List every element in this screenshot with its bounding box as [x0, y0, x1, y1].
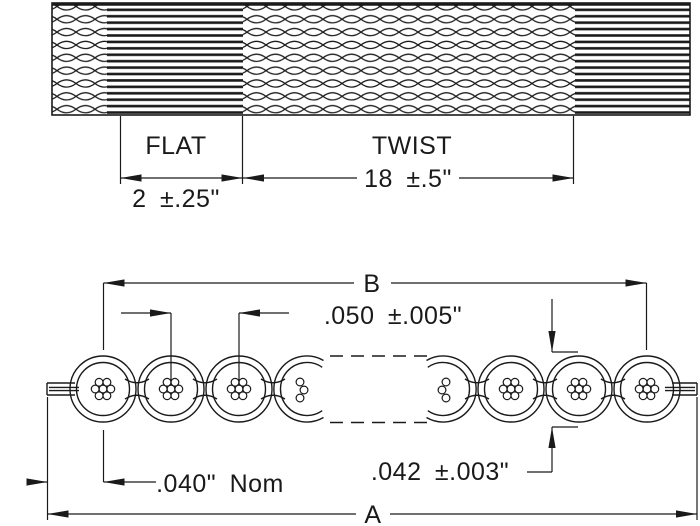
wire-strand: [102, 377, 112, 387]
width-ref-label: B: [363, 270, 380, 298]
dimension-arrowhead: [103, 478, 125, 486]
flat-label: FLAT: [145, 132, 206, 160]
web: [464, 394, 490, 400]
wire-strand: [646, 391, 656, 401]
partial-conductor-outer: [426, 355, 477, 423]
twist-section: [243, 3, 575, 115]
web: [600, 378, 626, 384]
wire-strand: [162, 391, 172, 401]
conductor-insulation-outer: [477, 355, 545, 423]
wire-strand: [502, 377, 512, 387]
wire-strand: [242, 384, 252, 394]
dimension-arrowhead: [548, 331, 556, 352]
wire-strand: [94, 377, 104, 387]
wire-strand: [238, 377, 248, 387]
wire-strand: [94, 391, 104, 401]
wire-strand: [162, 377, 172, 387]
dimension-arrowhead: [676, 510, 697, 518]
dimension-arrowhead: [150, 309, 171, 317]
web: [600, 394, 626, 400]
margin-dimension-text: .040" Nom: [156, 470, 284, 498]
wire-strand: [295, 377, 305, 387]
wire-strand: [578, 391, 588, 401]
dimension-annotations: [26, 116, 698, 520]
wire-strand: [570, 377, 580, 387]
web: [260, 394, 286, 400]
wire-strand: [230, 391, 240, 401]
conductor-insulation-inner: [483, 361, 539, 417]
thickness-dimension-text: .042 ±.003": [371, 458, 509, 486]
wire-strand: [295, 393, 305, 403]
cable-cross-section: [46, 355, 698, 424]
partial-conductor-outer: [273, 355, 324, 423]
wire-strand: [170, 391, 180, 401]
web: [532, 394, 558, 400]
twist-label: TWIST: [372, 132, 452, 160]
web: [124, 394, 150, 400]
wire-strand: [578, 377, 588, 387]
wire-strand: [90, 384, 100, 394]
wire-strand: [582, 384, 592, 394]
dimension-arrowhead: [26, 478, 48, 486]
wire-strand: [650, 384, 660, 394]
twist-section: [52, 3, 107, 115]
wire-strand: [441, 393, 451, 403]
wire-strand: [170, 377, 180, 387]
dimension-arrowhead: [221, 174, 243, 182]
overall-ref-label: A: [364, 501, 381, 526]
web: [192, 378, 218, 384]
wire-strand: [106, 384, 116, 394]
wire-strand: [299, 385, 309, 395]
flat-section: [107, 3, 243, 115]
partial-conductor-inner: [427, 361, 471, 417]
wire-strand: [510, 377, 520, 387]
wire-strand: [646, 377, 656, 387]
wire-strand: [102, 391, 112, 401]
web: [192, 394, 218, 400]
wire-strand: [514, 384, 524, 394]
dimension-arrowhead: [239, 309, 260, 317]
dimension-arrowhead: [552, 174, 574, 182]
web: [260, 378, 286, 384]
wire-strand: [566, 384, 576, 394]
web: [532, 378, 558, 384]
wire-strand: [502, 391, 512, 401]
wire-strand: [230, 377, 240, 387]
dimension-arrowhead: [103, 279, 125, 287]
partial-conductor-inner: [279, 361, 323, 417]
wire-strand: [437, 385, 447, 395]
twist-dimension-text: 18 ±.5": [364, 165, 452, 193]
dimension-arrowhead: [243, 174, 264, 182]
wire-strand: [441, 377, 451, 387]
wire-strand: [510, 391, 520, 401]
wire-strand: [570, 391, 580, 401]
wire-strand: [158, 384, 168, 394]
conductor-insulation-outer: [69, 355, 137, 423]
wire-strand: [634, 384, 644, 394]
wire-strand: [238, 391, 248, 401]
conductor-insulation-outer: [613, 355, 681, 423]
conductor-insulation-inner: [75, 361, 131, 417]
dimension-arrowhead: [47, 510, 69, 518]
flat-section: [575, 3, 690, 115]
wire-strand: [498, 384, 508, 394]
conductor-insulation-inner: [619, 361, 675, 417]
wire-strand: [226, 384, 236, 394]
flat-dimension-text: 2 ±.25": [132, 185, 220, 213]
pitch-dimension-text: .050 ±.005": [324, 302, 462, 330]
wire-strand: [174, 384, 184, 394]
dimension-arrowhead: [548, 427, 556, 448]
wire-strand: [638, 391, 648, 401]
dimension-arrowhead: [625, 279, 647, 287]
cable-top-view: [51, 2, 691, 116]
web: [464, 378, 490, 384]
wire-strand: [638, 377, 648, 387]
conductor-insulation-outer: [545, 355, 613, 423]
web: [124, 378, 150, 384]
dimension-arrowhead: [120, 174, 142, 182]
conductor-insulation-inner: [551, 361, 607, 417]
